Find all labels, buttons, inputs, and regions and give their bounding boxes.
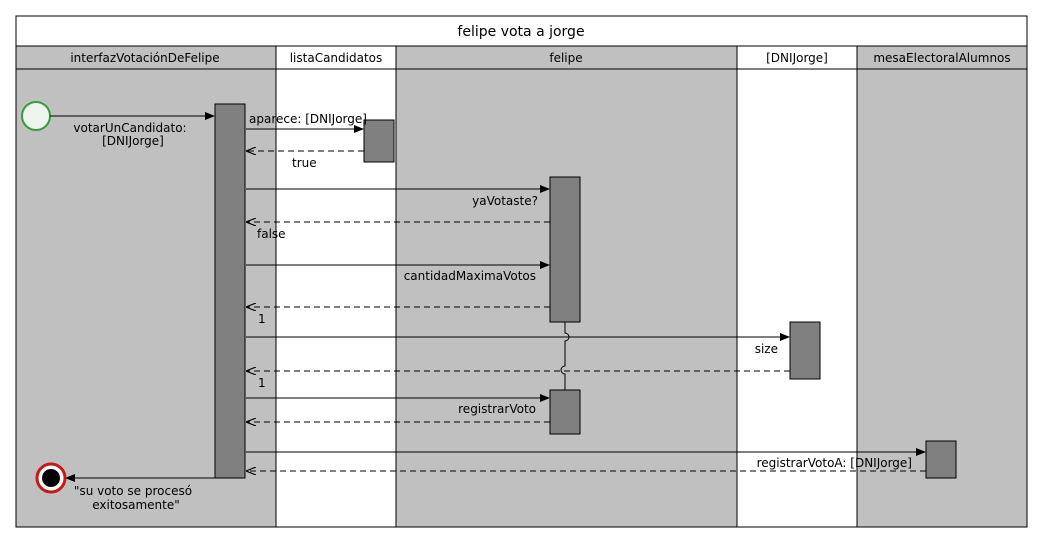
- end-label-line1: "su voto se procesó: [74, 484, 192, 498]
- lane-header-lista: listaCandidatos: [290, 51, 383, 65]
- end-node-core: [42, 469, 60, 487]
- title-box: [16, 16, 1027, 46]
- start-node: [21, 101, 51, 131]
- start-label-line2: [DNIJorge]: [102, 134, 164, 148]
- start-label-line1: votarUnCandidato:: [73, 121, 186, 135]
- activation-dni: [789, 321, 821, 380]
- return-label: 1: [258, 312, 266, 326]
- message-label: registrarVoto: [458, 402, 536, 416]
- message-label: size: [755, 342, 778, 356]
- diagram-title: felipe vota a jorge: [457, 24, 584, 40]
- activation-interfaz: [214, 103, 246, 479]
- return-label: false: [257, 227, 286, 241]
- header-cell-dni: [737, 46, 857, 69]
- felipe-lifeline: [560, 322, 570, 390]
- activation-mesa: [925, 440, 957, 479]
- lane-header-interfaz: interfazVotaciónDeFelipe: [70, 51, 219, 65]
- return-label: 1: [258, 376, 266, 390]
- header-cell-lista: [276, 46, 396, 69]
- lane-bg-dni: [737, 69, 857, 527]
- activation-lista: [363, 119, 395, 163]
- diagram-frame: [15, 15, 1028, 528]
- message-label: yaVotaste?: [472, 194, 538, 208]
- lane-header-dni: [DNIJorge]: [766, 51, 828, 65]
- end-label-line2: exitosamente": [92, 498, 180, 512]
- message-label: aparece: [DNIJorge]: [249, 112, 367, 126]
- activation-felipe-1: [549, 176, 581, 323]
- return-label: true: [292, 156, 317, 170]
- message-label: registrarVotoA: [DNIJorge]: [757, 456, 912, 470]
- lane-header-mesa: mesaElectoralAlumnos: [873, 51, 1010, 65]
- activation-felipe-2: [549, 389, 581, 435]
- message-label: cantidadMaximaVotos: [404, 269, 536, 283]
- lane-header-felipe: felipe: [549, 51, 582, 65]
